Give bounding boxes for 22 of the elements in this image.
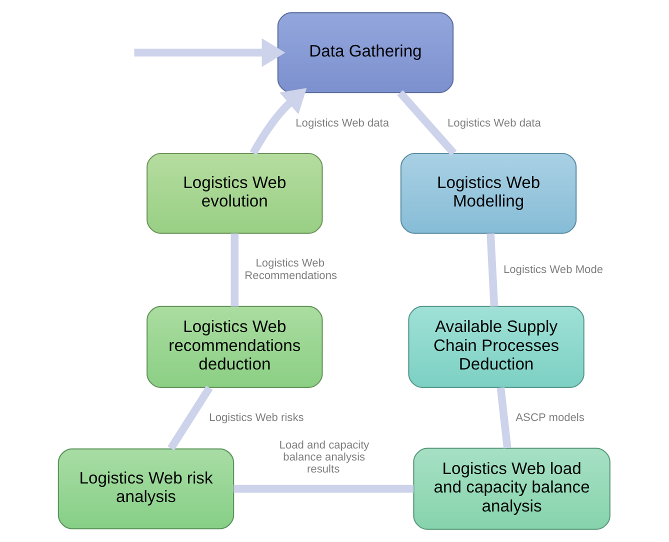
node-box: Data Gathering bbox=[276, 12, 454, 94]
node-box: Logistics Web recommendations deduction bbox=[146, 306, 322, 388]
edge-label: Logistics Web data bbox=[447, 117, 540, 130]
connector bbox=[233, 484, 414, 493]
node-box: Logistics Web evolution bbox=[146, 152, 322, 234]
node-box: Logistics Web risk analysis bbox=[57, 448, 234, 530]
node-box: Available Supply Chain Processes Deduction bbox=[408, 306, 584, 388]
edge-label: Logistics Web Recommendations bbox=[244, 258, 337, 282]
connector bbox=[396, 90, 456, 156]
edge-label: ASCP models bbox=[515, 412, 584, 424]
edge-label: Logistics Web Mode bbox=[502, 264, 603, 276]
edge-label: Load and capacity balance analysis results bbox=[278, 439, 369, 476]
node-box: Logistics Web load and capacity balance analysis bbox=[412, 448, 610, 530]
arrow bbox=[249, 88, 306, 156]
edge-label: Logistics Web data bbox=[295, 117, 389, 130]
connector bbox=[167, 386, 212, 451]
edge-label: Logistics Web risks bbox=[208, 412, 304, 424]
arrow bbox=[134, 38, 285, 68]
connector bbox=[230, 233, 238, 306]
connector bbox=[496, 387, 511, 448]
connector bbox=[486, 233, 498, 307]
node-box: Logistics Web Modelling bbox=[400, 152, 576, 234]
